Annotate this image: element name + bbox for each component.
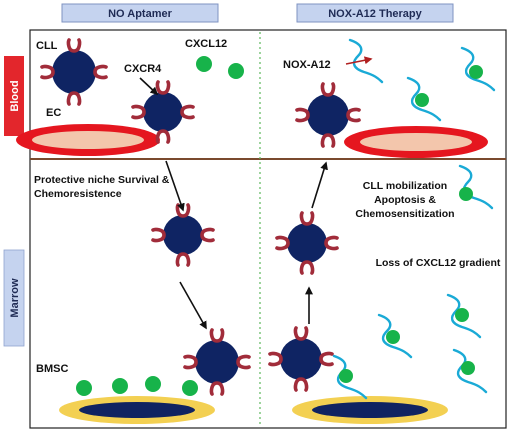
mobilization-label-line3: Chemosensitization <box>355 208 454 220</box>
aptamer-cxcl12-complex <box>446 293 482 339</box>
cxcl12-dot <box>196 56 212 72</box>
cxcl12-dot <box>228 63 244 79</box>
niche-label-line2: Chemoresistence <box>34 188 122 200</box>
gradient-loss-label: Loss of CXCL12 gradient <box>376 257 501 269</box>
aptamer-cxcl12-complex <box>332 354 368 400</box>
panel-frame <box>29 29 507 429</box>
cxcl12-dot <box>145 376 161 392</box>
cll-cell <box>131 80 195 144</box>
cll-cell <box>268 326 334 392</box>
blood-tag-label: Blood <box>9 80 21 111</box>
niche-label-line1: Protective niche Survival & <box>34 174 170 186</box>
cxcl12-dot <box>182 380 198 396</box>
cll-cell <box>40 38 108 106</box>
mobilization-arrow-2 <box>311 161 328 209</box>
marrow-tag-label: Marrow <box>9 278 21 318</box>
nox-label: NOX-A12 <box>283 59 331 71</box>
homing-arrow-1 <box>165 160 185 212</box>
cxcr4-pointer-arrow <box>139 77 159 96</box>
bmsc-stroma-right <box>292 396 448 424</box>
mobilization-label-line2: Apoptosis & <box>374 194 436 206</box>
header-left-label: NO Aptamer <box>108 8 172 20</box>
cll-label: CLL <box>36 40 58 52</box>
aptamer-cxcl12-complex <box>377 313 413 359</box>
cll-cell <box>275 211 339 275</box>
cll-cell <box>295 82 361 148</box>
homing-arrow-2 <box>179 281 207 330</box>
blood-tag <box>4 56 24 136</box>
cll-cell <box>151 203 215 267</box>
bmsc-stroma-left <box>59 396 215 424</box>
aptamer-cxcl12-complex <box>460 46 496 92</box>
header-left-banner <box>61 3 219 23</box>
aptamer-cxcl12-complex <box>458 164 494 210</box>
header-right-banner <box>296 3 454 23</box>
cxcl12-label: CXCL12 <box>185 38 227 50</box>
cxcr4-label: CXCR4 <box>124 63 162 75</box>
ec-label: EC <box>46 107 61 119</box>
aptamer-cxcl12-complex <box>348 38 384 84</box>
cxcl12-dot <box>76 380 92 396</box>
marrow-tag <box>3 249 25 347</box>
cxcl12-dot <box>112 378 128 394</box>
mobilization-label-line1: CLL mobilization <box>363 180 447 192</box>
aptamer-cxcl12-complex <box>452 348 488 394</box>
nox-pointer-arrow <box>345 56 373 65</box>
cll-cell <box>183 328 251 396</box>
endothelium-right <box>344 126 488 158</box>
header-right-label: NOX-A12 Therapy <box>328 8 422 20</box>
aptamer-cxcl12-complex <box>406 76 442 122</box>
endothelium-left <box>16 124 160 156</box>
bmsc-label: BMSC <box>36 363 68 375</box>
